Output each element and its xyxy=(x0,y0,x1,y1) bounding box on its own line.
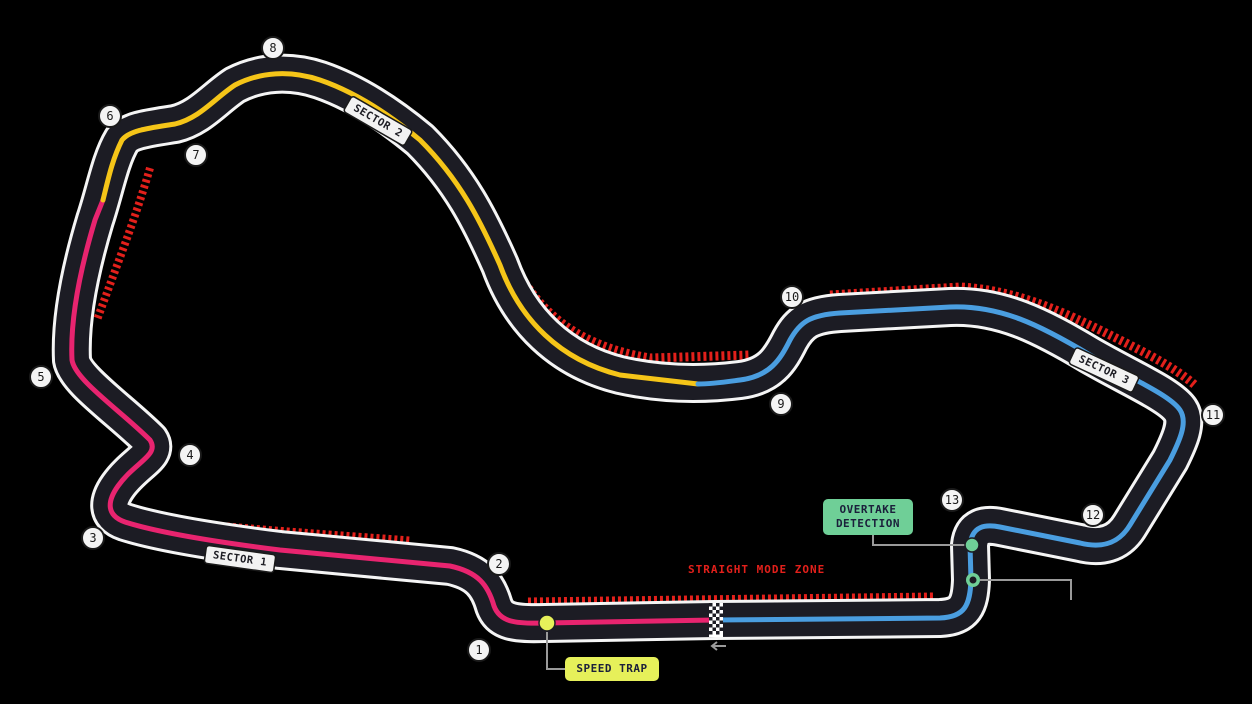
svg-text:9: 9 xyxy=(777,397,784,411)
speed-trap-connector xyxy=(546,632,565,670)
overtake-label-line-2: DETECTION xyxy=(835,517,901,530)
svg-text:11: 11 xyxy=(1206,408,1220,422)
turn-2-badge[interactable]: 2 xyxy=(487,552,511,576)
overtake-detection-callout: OVERTAKE DETECTION xyxy=(823,499,913,535)
turn-12-badge[interactable]: 12 xyxy=(1081,503,1105,527)
svg-text:5: 5 xyxy=(37,370,44,384)
turn-4-badge[interactable]: 4 xyxy=(178,443,202,467)
svg-text:4: 4 xyxy=(186,448,193,462)
overtake-label-line-1: OVERTAKE xyxy=(839,503,897,516)
svg-text:12: 12 xyxy=(1086,508,1100,522)
sector-1-line xyxy=(69,197,718,626)
turn-3-badge[interactable]: 3 xyxy=(81,526,105,550)
speed-trap-callout: SPEED TRAP xyxy=(565,657,659,681)
turn-8-badge[interactable]: 8 xyxy=(261,36,285,60)
svg-text:7: 7 xyxy=(192,148,199,162)
svg-text:2: 2 xyxy=(495,557,502,571)
direction-arrow-icon xyxy=(710,641,726,651)
kerb-turn-10-11 xyxy=(829,282,1198,389)
svg-text:13: 13 xyxy=(945,493,959,507)
sector-1-label: SECTOR 1 xyxy=(203,544,277,574)
turn-13-badge[interactable]: 13 xyxy=(940,488,964,512)
svg-text:10: 10 xyxy=(785,290,799,304)
svg-text:8: 8 xyxy=(269,41,276,55)
svg-text:1: 1 xyxy=(475,643,482,657)
track-asphalt xyxy=(72,74,1184,624)
turn-9-badge[interactable]: 9 xyxy=(769,392,793,416)
turn-1-badge[interactable]: 1 xyxy=(467,638,491,662)
turn-5-badge[interactable]: 5 xyxy=(29,365,53,389)
kerb-main-straight xyxy=(527,592,936,607)
sector-2-line xyxy=(100,71,701,387)
detection-point-marker[interactable] xyxy=(966,573,980,587)
turn-11-badge[interactable]: 11 xyxy=(1201,403,1225,427)
speed-trap-label: SPEED TRAP xyxy=(576,662,648,675)
overtake-connector xyxy=(872,535,966,546)
svg-text:3: 3 xyxy=(89,531,96,545)
straight-mode-zone-label: STRAIGHT MODE ZONE xyxy=(688,563,826,576)
svg-text:6: 6 xyxy=(106,109,113,123)
turn-6-badge[interactable]: 6 xyxy=(98,104,122,128)
turn-7-badge[interactable]: 7 xyxy=(184,143,208,167)
detection-connector xyxy=(980,579,1072,600)
kerb-turn-6-7 xyxy=(93,166,154,322)
overtake-detection-marker[interactable] xyxy=(964,537,980,553)
turn-10-badge[interactable]: 10 xyxy=(780,285,804,309)
speed-trap-marker[interactable] xyxy=(538,614,556,632)
start-finish-line xyxy=(709,603,723,637)
